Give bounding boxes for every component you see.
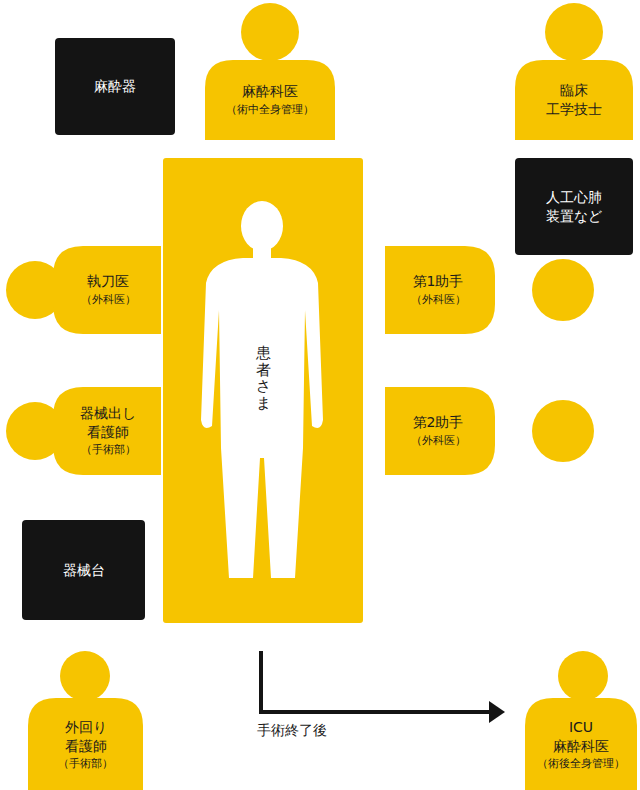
node-label: 麻酔器 <box>94 77 136 96</box>
role-note: （外科医） <box>411 293 466 308</box>
operating-table <box>163 158 363 623</box>
text-area: 執刀医 （外科医） <box>55 246 161 334</box>
person-head <box>532 400 594 462</box>
person-body <box>385 387 495 475</box>
role-note: （外科医） <box>81 293 136 308</box>
person-body <box>53 387 161 475</box>
person-head <box>558 651 608 701</box>
text-area: ICU 麻酔科医（術後全身管理） <box>525 702 637 788</box>
person-node: 第2助手 （外科医） <box>385 383 600 479</box>
text-area: 器械台 <box>22 520 145 620</box>
arrow-head <box>489 701 505 723</box>
person-body <box>53 246 161 334</box>
node-shape <box>385 242 600 338</box>
patient-body <box>201 258 323 578</box>
node-label: 器械出し 看護師 <box>73 404 143 442</box>
person-head <box>60 651 110 701</box>
text-area: 人工心肺 装置など <box>515 158 633 255</box>
patient-head <box>241 201 283 251</box>
node-shape <box>515 0 633 140</box>
node-label: ICU 麻酔科医 <box>546 718 616 756</box>
person-node: 臨床 工学技士 <box>515 0 633 140</box>
node-label: 執刀医 <box>87 272 129 291</box>
node-label: 第1助手 <box>413 272 464 291</box>
person-node: 器械出し 看護師（手術部） <box>3 383 161 479</box>
text-area: 第1助手 （外科医） <box>385 246 491 334</box>
equipment-node: 器械台 <box>22 520 145 620</box>
patient-node: 患者さま <box>163 158 363 623</box>
equipment-box <box>515 158 633 255</box>
node-shape <box>515 158 633 255</box>
role-note: （術中全身管理） <box>226 103 314 118</box>
person-body <box>525 698 637 790</box>
text-area: 患者さま <box>249 308 277 448</box>
role-note: （術後全身管理） <box>537 757 625 772</box>
node-shape <box>385 383 600 479</box>
equipment-box <box>55 38 175 135</box>
person-head <box>545 3 603 61</box>
node-shape <box>205 0 335 140</box>
text-area: 外回り 看護師（手術部） <box>28 702 143 788</box>
person-body <box>205 60 335 140</box>
equipment-node: 人工心肺 装置など <box>515 158 633 255</box>
role-note: （手術部） <box>81 443 136 458</box>
equipment-box <box>22 520 145 620</box>
node-shape <box>3 383 161 479</box>
text-area: 麻酔器 <box>55 38 175 135</box>
person-body <box>385 246 495 334</box>
role-note: （手術部） <box>58 757 113 772</box>
person-node: ICU 麻酔科医（術後全身管理） <box>525 648 637 790</box>
person-head <box>241 3 299 61</box>
person-node: 第1助手 （外科医） <box>385 242 600 338</box>
arrow-line <box>261 651 491 712</box>
text-area: 器械出し 看護師（手術部） <box>55 387 161 475</box>
node-label: 人工心肺 装置など <box>539 188 609 226</box>
edge-label: 手術終了後 <box>255 722 329 740</box>
node-label: 器械台 <box>63 561 105 580</box>
person-body <box>515 60 633 140</box>
node-label: 第2助手 <box>413 413 464 432</box>
node-label: 外回り 看護師 <box>51 718 121 756</box>
node-label: 麻酔科医 <box>242 82 298 101</box>
flow-arrow <box>261 651 505 723</box>
person-node: 執刀医 （外科医） <box>3 242 161 338</box>
text-area: 第2助手 （外科医） <box>385 387 491 475</box>
person-node: 麻酔科医 （術中全身管理） <box>205 0 335 140</box>
person-body <box>28 698 143 790</box>
text-area: 臨床 工学技士 <box>515 64 633 136</box>
equipment-node: 麻酔器 <box>55 38 175 135</box>
person-head <box>532 259 594 321</box>
person-node: 外回り 看護師（手術部） <box>28 648 143 790</box>
node-shape <box>3 242 161 338</box>
node-label: 患者さま <box>256 345 271 411</box>
text-area: 麻酔科医 （術中全身管理） <box>205 64 335 136</box>
role-note: （外科医） <box>411 434 466 449</box>
node-label: 臨床 工学技士 <box>542 81 606 119</box>
